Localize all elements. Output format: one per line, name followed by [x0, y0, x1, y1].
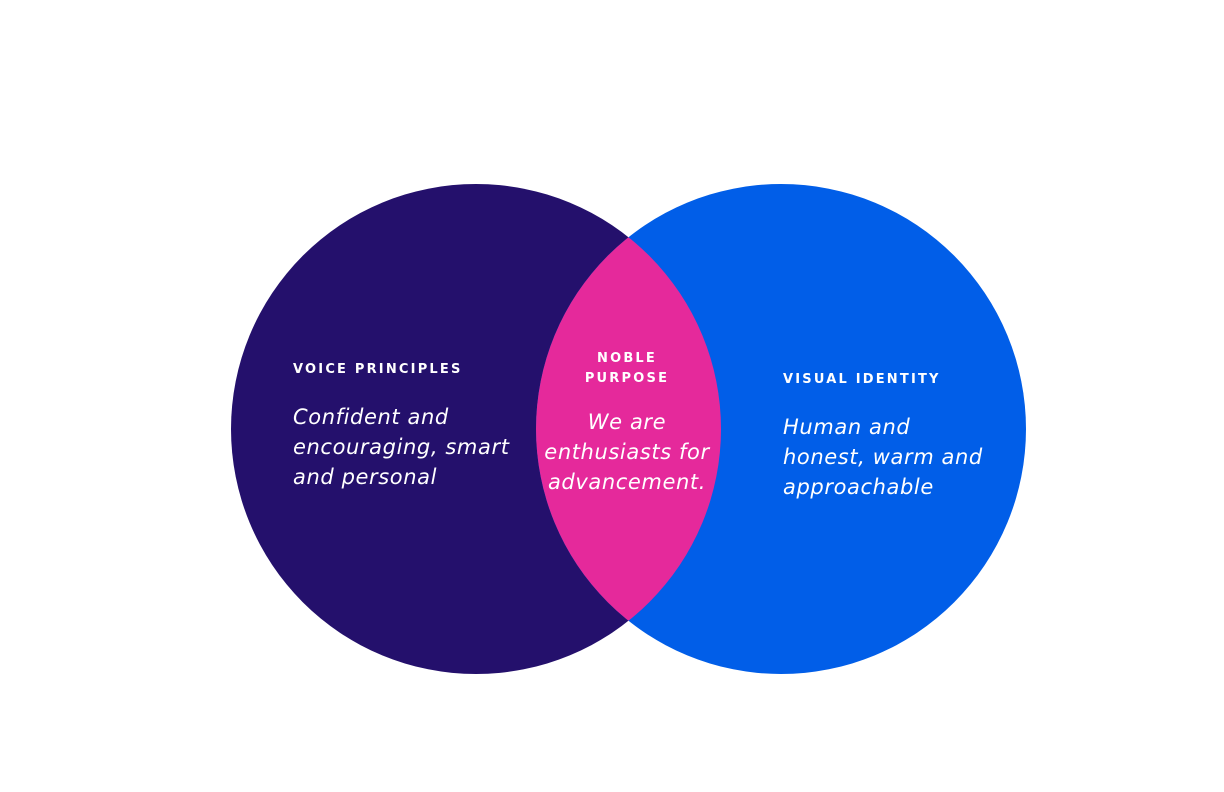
- text-line: enthusiasts for: [544, 440, 710, 464]
- voice-principles-label: VOICE PRINCIPLES Confident and encouragi…: [293, 360, 523, 492]
- voice-principles-text: Confident and encouraging, smart and per…: [293, 402, 523, 492]
- noble-purpose-overlap: [536, 184, 721, 674]
- text-line: advancement.: [547, 470, 707, 494]
- noble-purpose-heading: NOBLE PURPOSE: [534, 349, 720, 389]
- visual-identity-text: Human and honest, warm and approachable: [783, 412, 1003, 502]
- text-line: We are: [587, 410, 667, 434]
- text-line: and personal: [293, 465, 438, 489]
- noble-purpose-text: We are enthusiasts for advancement.: [534, 407, 720, 497]
- voice-principles-heading: VOICE PRINCIPLES: [293, 362, 463, 377]
- text-line: honest, warm and: [783, 445, 983, 469]
- noble-purpose-label: NOBLE PURPOSE We are enthusiasts for adv…: [534, 349, 720, 497]
- visual-identity-label: VISUAL IDENTITY Human and honest, warm a…: [783, 370, 1003, 502]
- heading-line: PURPOSE: [584, 371, 670, 386]
- heading-line: NOBLE: [596, 351, 657, 366]
- visual-identity-heading: VISUAL IDENTITY: [783, 372, 941, 387]
- text-line: approachable: [783, 475, 934, 499]
- text-line: Human and: [783, 415, 911, 439]
- text-line: Confident and: [293, 405, 449, 429]
- text-line: encouraging, smart: [293, 435, 510, 459]
